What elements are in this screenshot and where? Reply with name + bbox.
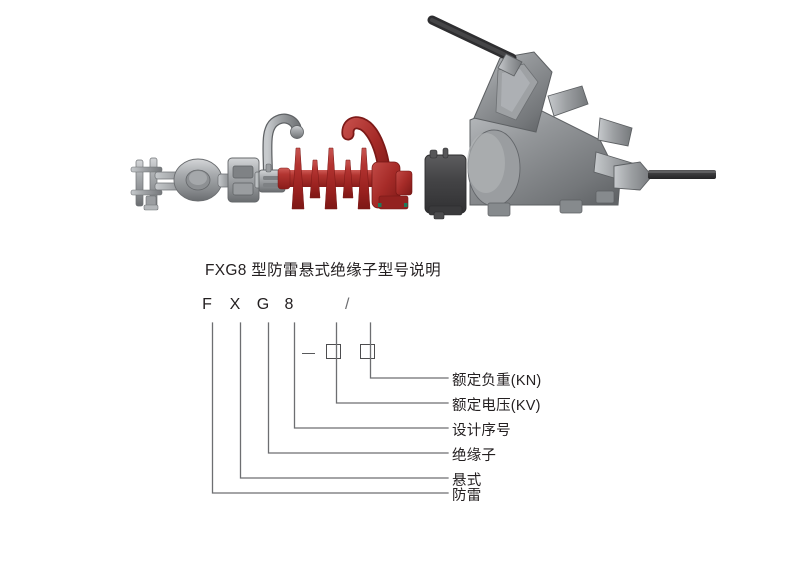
product-photo	[0, 0, 798, 245]
label-suspension-type: 悬式	[452, 473, 482, 489]
leader-rated-voltage	[335, 322, 449, 404]
voltage-placeholder-box	[326, 344, 341, 359]
label-rated-voltage: 额定电压(KV)	[452, 398, 541, 414]
arcing-horn-upper-icon	[258, 113, 304, 193]
leader-rated-load	[369, 322, 449, 379]
leader-lightning-protection	[211, 322, 449, 494]
composite-insulator-icon	[277, 147, 375, 210]
conductor-cable-right-icon	[648, 170, 716, 179]
arcing-horn-red-icon	[341, 116, 413, 210]
code-dash-separator	[302, 353, 315, 355]
code-char-f: F	[202, 296, 212, 313]
leader-suspension-type	[239, 322, 449, 479]
diagram-title: FXG8 型防雷悬式绝缘子型号说明	[205, 262, 441, 279]
code-char-x: X	[229, 296, 241, 313]
leader-insulator	[267, 322, 449, 454]
gap-housing-icon	[424, 147, 467, 220]
leader-design-sequence	[293, 322, 449, 429]
code-char-8: 8	[284, 296, 294, 313]
label-lightning-protection: 防雷	[452, 488, 482, 504]
label-rated-load: 额定负重(KN)	[452, 373, 542, 389]
load-placeholder-box	[360, 344, 375, 359]
suspension-clamp-body-icon	[467, 51, 653, 217]
model-code-diagram: FXG8 型防雷悬式绝缘子型号说明 F X G 8 /	[0, 245, 798, 566]
leader-lines	[211, 322, 449, 494]
conductor-cable-upper-icon	[427, 15, 523, 77]
label-design-sequence: 设计序号	[452, 423, 511, 439]
code-char-g: G	[256, 296, 270, 313]
code-slash-separator: /	[345, 296, 350, 313]
label-insulator: 绝缘子	[452, 448, 497, 464]
oval-eye-link-icon	[173, 158, 237, 202]
